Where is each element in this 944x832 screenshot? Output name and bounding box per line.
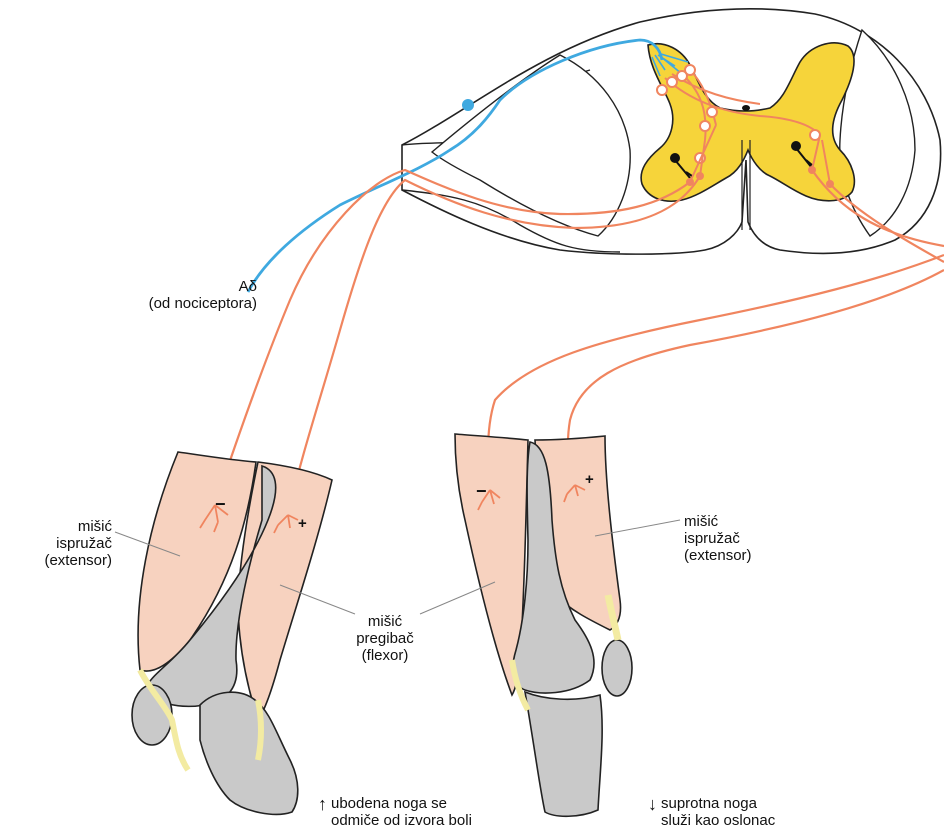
left-leg-flexor-muscle	[238, 462, 332, 720]
right-leg-tibia	[525, 692, 602, 816]
spinal-cord	[402, 9, 941, 254]
extensor-left-label: mišić ispružač (extensor)	[0, 518, 112, 569]
central-canal	[742, 105, 750, 111]
extensor-right-line2: ispružač	[684, 530, 804, 547]
extensor-left-line2: ispružač	[0, 535, 112, 552]
caption-left: ↑ ubodena noga se odmiče od izvora boli	[318, 795, 472, 829]
flexor-line2: pregibač	[335, 630, 435, 647]
right-leg-patella	[602, 640, 632, 696]
fiber-source: (od nociceptora)	[122, 295, 257, 312]
flexor-label: mišić pregibač (flexor)	[335, 613, 435, 664]
interneuron-cell	[700, 121, 710, 131]
up-arrow-icon: ↑	[318, 795, 327, 813]
motor-neuron-left-soma	[670, 153, 680, 163]
left-leg	[132, 452, 332, 814]
left-leg-tendon-back	[258, 700, 261, 760]
caption-left-line1: ubodena noga se	[331, 795, 472, 812]
right-extensor-plus-sign: +	[585, 471, 594, 488]
interneuron-cell	[707, 107, 717, 117]
interneuron-cell	[657, 85, 667, 95]
interneuron-cell	[667, 77, 677, 87]
caption-left-line2: odmiče od izvora boli	[331, 812, 472, 829]
motor-neuron-right-soma	[791, 141, 801, 151]
caption-right-line2: služi kao oslonac	[661, 812, 775, 829]
extensor-left-line3: (extensor)	[0, 552, 112, 569]
sensory-ganglion-cell	[462, 99, 474, 111]
extensor-right-line3: (extensor)	[684, 547, 804, 564]
left-extensor-minus-sign: −	[215, 494, 226, 514]
extensor-left-line1: mišić	[0, 518, 112, 535]
left-flexor-plus-sign: +	[298, 515, 307, 532]
fiber-label: Aδ (od nociceptora)	[122, 278, 257, 312]
caption-right: ↓ suprotna noga služi kao oslonac	[648, 795, 775, 829]
down-arrow-icon: ↓	[648, 795, 657, 813]
flexor-line1: mišić	[335, 613, 435, 630]
interneuron-cell	[685, 65, 695, 75]
extensor-right-line1: mišić	[684, 513, 804, 530]
flexor-line3: (flexor)	[335, 647, 435, 664]
right-flexor-minus-sign: −	[476, 481, 487, 501]
left-leg-tibia	[200, 692, 298, 814]
extensor-right-label: mišić ispružač (extensor)	[684, 513, 804, 564]
caption-right-line1: suprotna noga	[661, 795, 775, 812]
fiber-name: Aδ	[122, 278, 257, 295]
